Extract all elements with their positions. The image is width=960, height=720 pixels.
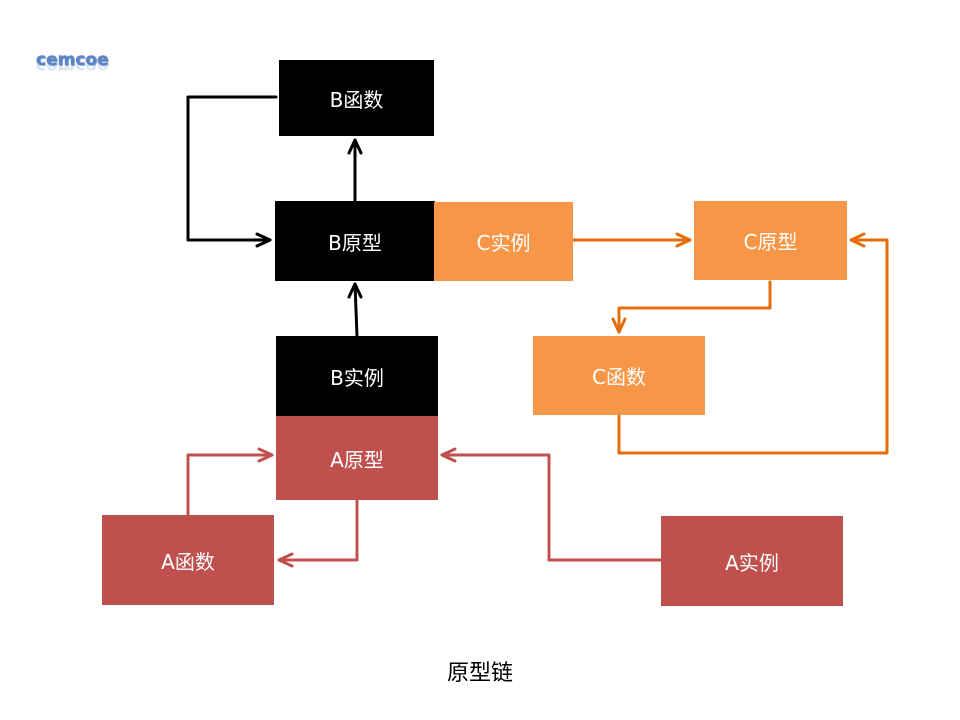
node-a-function: A函数 xyxy=(102,515,274,605)
node-a-prototype: A原型 xyxy=(276,416,438,500)
node-a-prototype-label: A原型 xyxy=(330,447,384,472)
node-c-instance-label: C实例 xyxy=(476,231,531,255)
arrow-a-function-to-a-prototype xyxy=(186,453,274,517)
arrow-b-function-to-b-prototype xyxy=(186,95,278,242)
node-b-instance-label: B实例 xyxy=(330,366,384,390)
node-b-function: B函数 xyxy=(279,60,434,136)
arrow-a-prototype-to-a-function xyxy=(277,498,359,562)
node-b-prototype-label: B原型 xyxy=(328,230,382,255)
node-c-function-label: C函数 xyxy=(592,365,646,389)
arrow-b-prototype-to-b-function-head xyxy=(347,138,363,155)
node-c-prototype: C原型 xyxy=(694,201,847,280)
arrow-c-prototype-to-c-function-head xyxy=(611,317,627,334)
logo: cemcoe cemcoe xyxy=(36,50,109,75)
node-b-instance: B实例 xyxy=(276,336,438,417)
diagram-caption: 原型链 xyxy=(446,661,513,686)
arrow-c-function-to-c-prototype xyxy=(617,238,889,455)
node-c-instance: C实例 xyxy=(434,202,573,281)
arrow-a-function-to-a-prototype-head xyxy=(257,447,274,463)
node-a-function-label: A函数 xyxy=(161,549,215,574)
node-c-prototype-label: C原型 xyxy=(743,230,798,254)
arrow-a-prototype-to-a-function-head xyxy=(277,552,294,568)
arrow-a-instance-to-a-prototype xyxy=(440,453,663,562)
arrow-a-instance-to-a-prototype-head xyxy=(440,447,457,463)
node-c-function: C函数 xyxy=(533,336,705,415)
logo-text: cemcoe xyxy=(36,50,109,70)
arrow-c-function-to-c-prototype-head xyxy=(849,232,866,248)
arrow-c-instance-to-c-prototype-head xyxy=(675,232,692,248)
arrow-b-function-to-b-prototype-head xyxy=(255,232,272,248)
arrow-c-prototype-to-c-function xyxy=(617,280,772,334)
arrow-b-instance-to-b-prototype-head xyxy=(347,282,363,299)
node-b-function-label: B函数 xyxy=(329,87,384,112)
node-b-prototype: B原型 xyxy=(275,201,435,281)
node-a-instance-label: A实例 xyxy=(725,550,779,575)
node-a-instance: A实例 xyxy=(661,516,843,606)
arrow-b-instance-to-b-prototype xyxy=(353,282,359,338)
